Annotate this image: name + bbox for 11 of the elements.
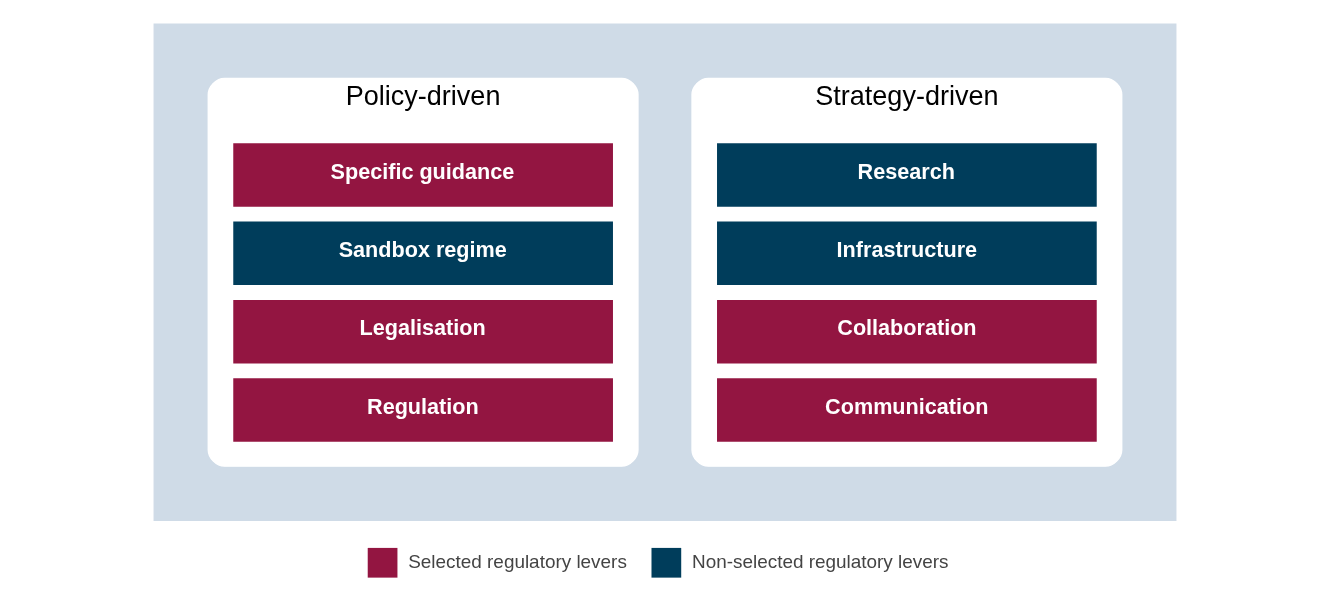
legend-label: Non-selected regulatory levers (692, 550, 949, 572)
node-box: Regulation (233, 378, 613, 442)
node-box: Research (717, 143, 1097, 207)
node-box: Legalisation (233, 299, 613, 364)
node-box: Sandbox regime (233, 221, 613, 286)
node-box: Collaboration (717, 299, 1097, 364)
cluster (153, 23, 1177, 521)
legend-label: Selected regulatory levers (408, 550, 627, 572)
node-box: Specific guidance (233, 143, 613, 207)
node-box: Infrastructure (717, 221, 1097, 286)
node-box: Communication (717, 378, 1097, 442)
